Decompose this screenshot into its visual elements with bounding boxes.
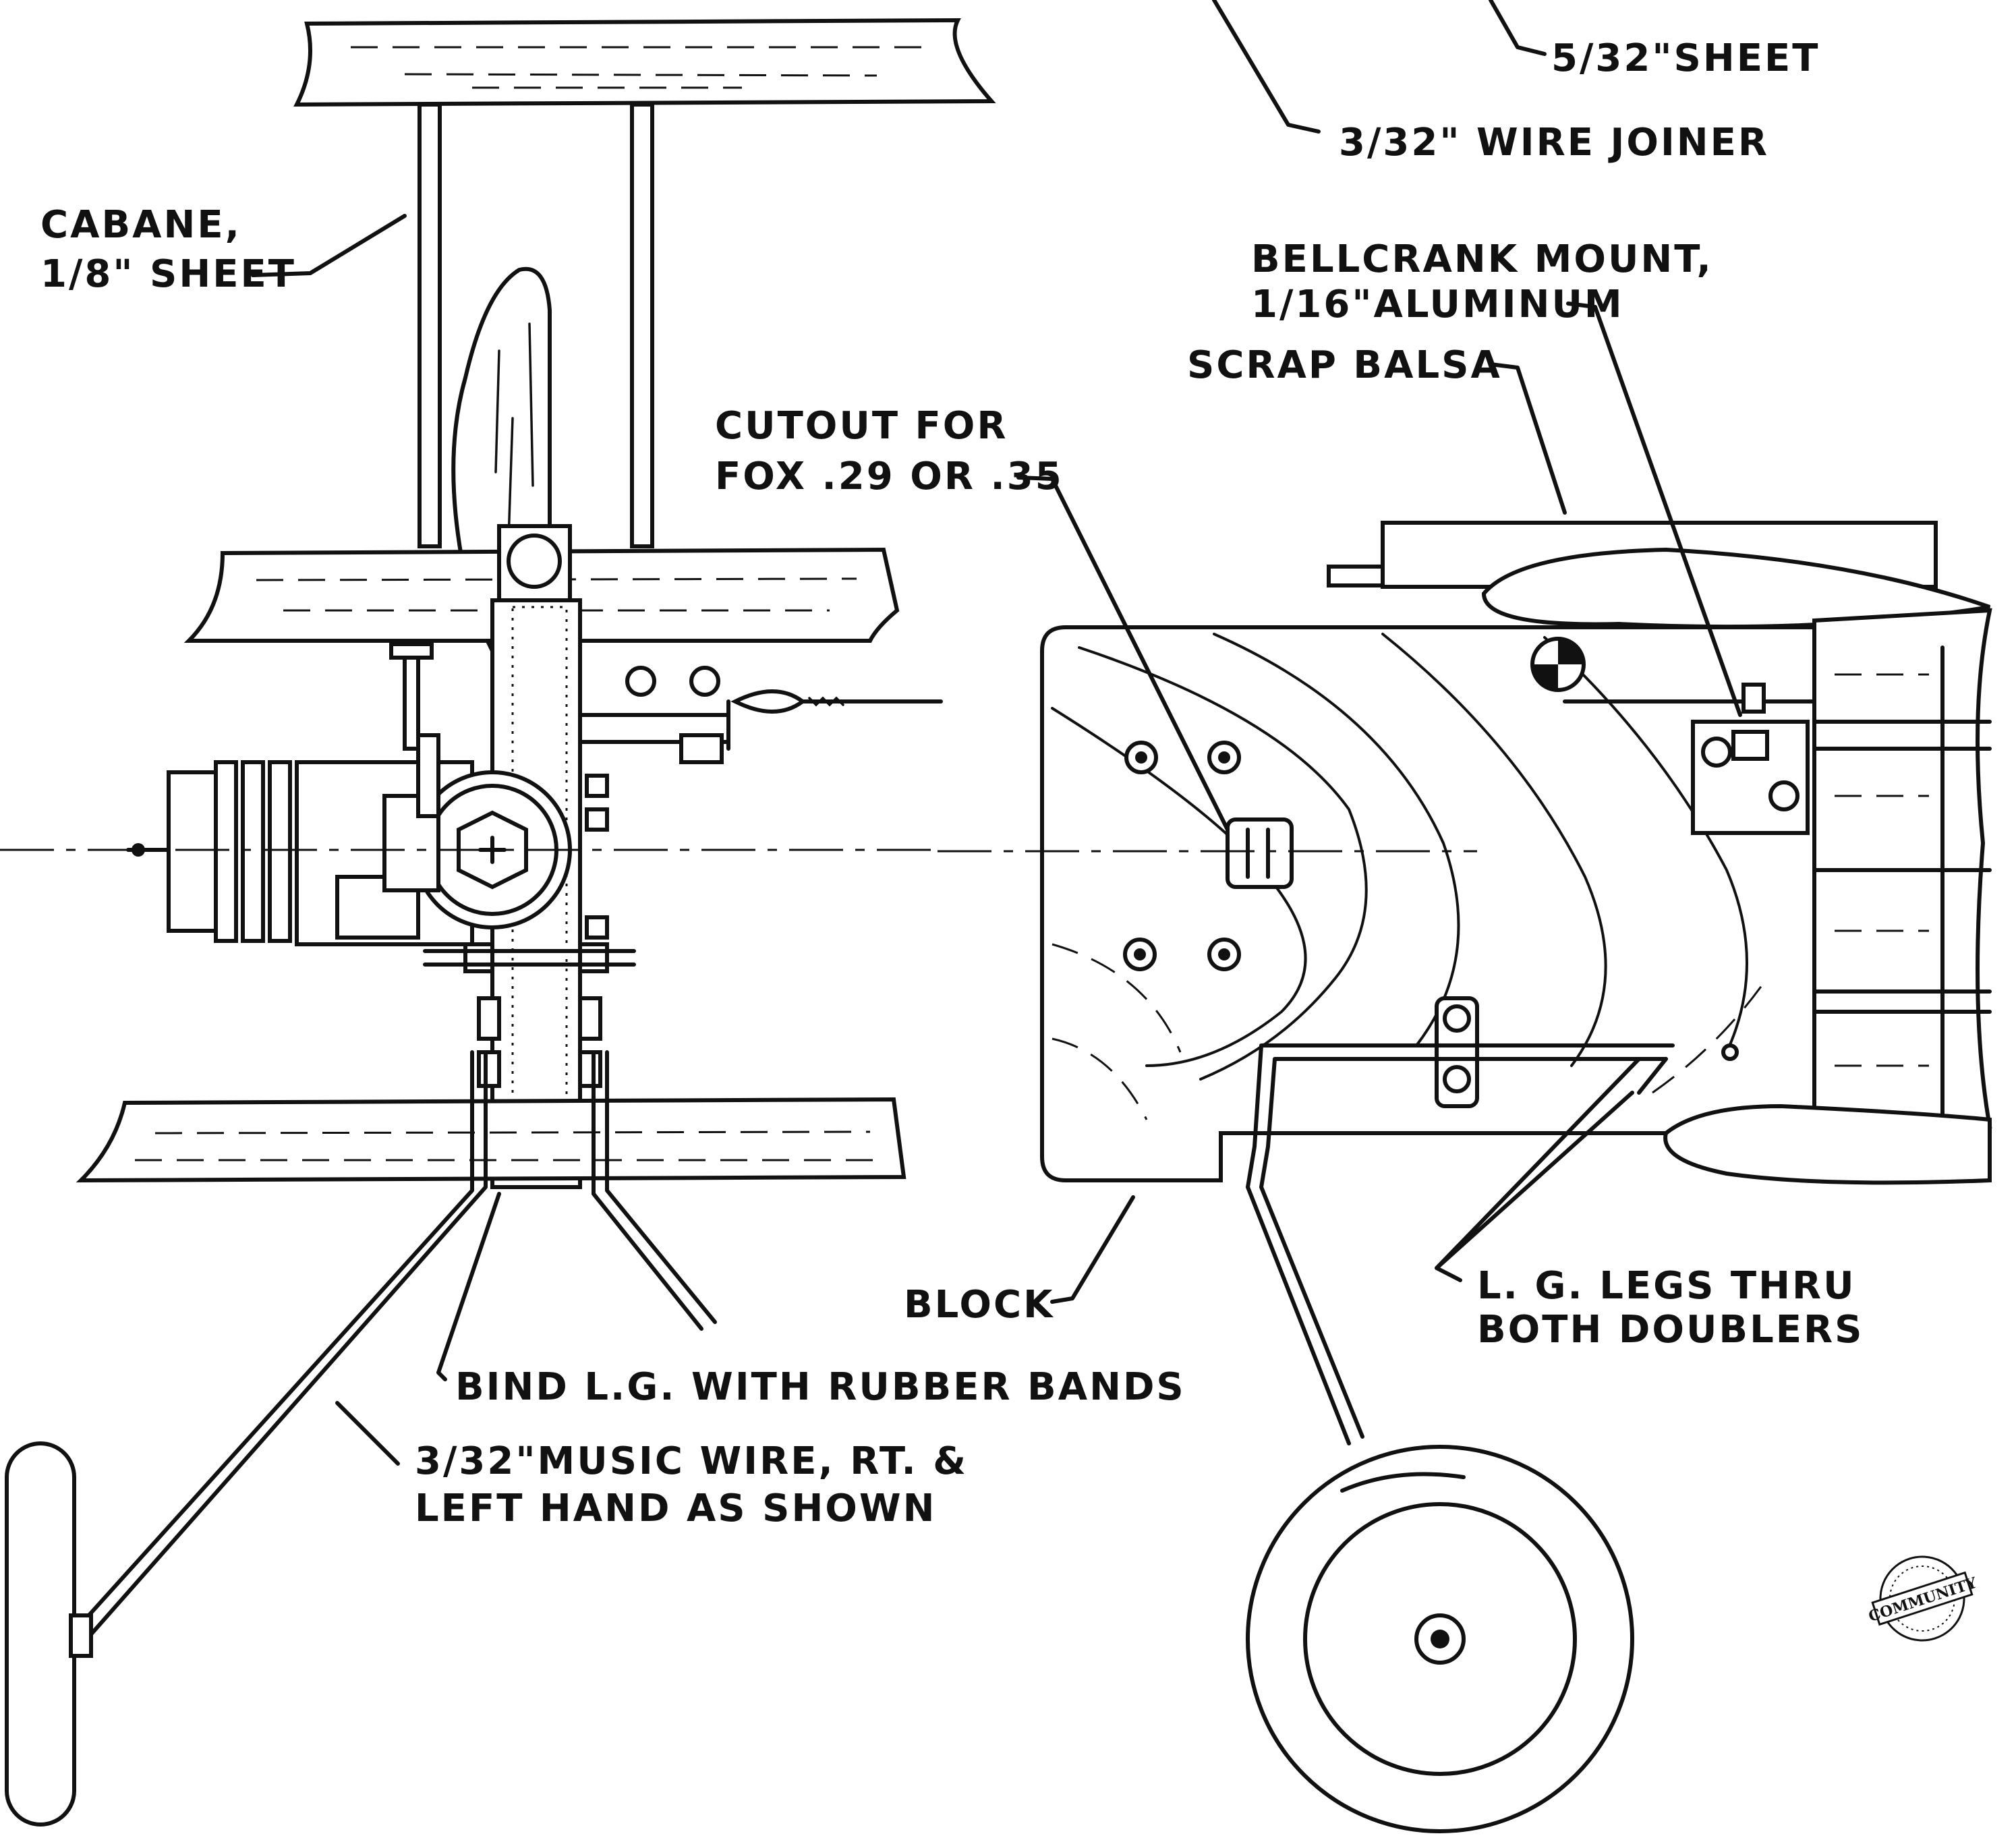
side-wheel [1246, 1445, 1634, 1833]
front-view [0, 18, 996, 1827]
label-block: BLOCK [904, 1283, 1054, 1327]
bottom-wing [76, 1097, 906, 1183]
label-music-wire-1: 3/32"MUSIC WIRE, RT. & [415, 1439, 968, 1483]
label-cutout-2: FOX .29 OR .35 [715, 455, 1064, 498]
cabane-strut-right [630, 103, 654, 548]
label-bind-lg: BIND L.G. WITH RUBBER BANDS [455, 1365, 1186, 1409]
rear-fuselage [1812, 608, 1992, 1136]
leader-lines [251, 0, 1742, 1466]
side-bolts [1123, 741, 1241, 971]
label-wire-joiner: 3/32" WIRE JOINER [1339, 121, 1769, 165]
top-wing [293, 18, 996, 107]
engine-mount-bolts [423, 774, 636, 973]
label-music-wire-2: LEFT HAND AS SHOWN [415, 1487, 937, 1530]
label-scrap-balsa: SCRAP BALSA [1187, 343, 1502, 387]
callout-labels: 5/32"SHEET 3/32" WIRE JOINER CABANE, 1/8… [40, 36, 1864, 1530]
label-sheet-532: 5/32"SHEET [1551, 36, 1820, 80]
rubber-bands [477, 996, 602, 1088]
label-lg-legs-1: L. G. LEGS THRU [1477, 1264, 1856, 1308]
cabane-strut-left [417, 103, 442, 548]
side-view [938, 521, 1992, 1833]
cg-mark [1530, 637, 1586, 692]
label-bellcrank-1: BELLCRANK MOUNT, [1251, 237, 1713, 281]
label-cabane-1: CABANE, [40, 203, 241, 247]
lower-airfoil [1663, 1103, 1992, 1185]
label-bellcrank-2: 1/16"ALUMINUM [1251, 283, 1624, 326]
side-landing-gear [1246, 1043, 1739, 1445]
wood-grain [1051, 633, 1768, 1120]
front-landing-gear [65, 1050, 717, 1648]
label-lg-legs-2: BOTH DOUBLERS [1477, 1308, 1864, 1352]
wing-airfoil [1481, 547, 1990, 629]
fuselage-side [1040, 625, 1816, 1182]
community-stamp-icon: COMMUNITY [1866, 1555, 1979, 1642]
label-cutout-1: CUTOUT FOR [715, 404, 1008, 448]
front-wheel [5, 1441, 76, 1827]
label-cabane-2: 1/8" SHEET [40, 252, 296, 296]
engine-cutout [1226, 817, 1294, 889]
leadout-assembly [578, 666, 943, 764]
